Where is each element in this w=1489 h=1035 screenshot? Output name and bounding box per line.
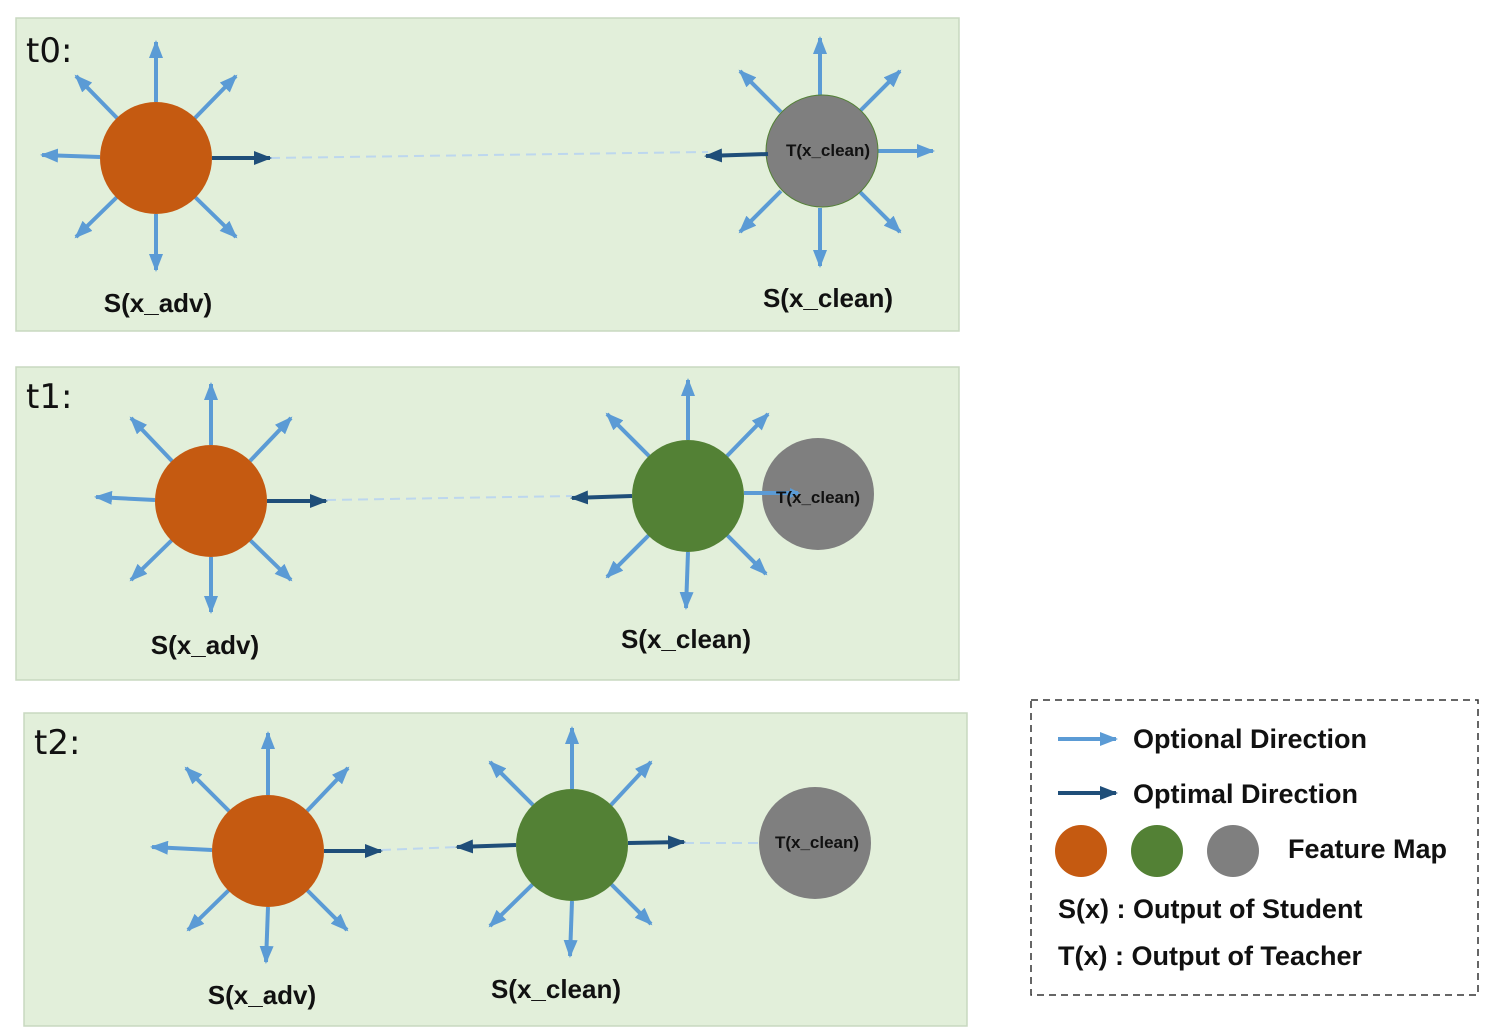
- panel-t2: t2: S(x_adv) T(x_clean: [23, 712, 968, 1027]
- clean-label-t0: S(x_clean): [763, 283, 893, 313]
- adv-node: [100, 102, 212, 214]
- adv-node-arrows: [40, 40, 272, 272]
- optional-arrow-downright: [857, 189, 902, 234]
- panel-t0: t0: S(x_adv) T(x_clean) S: [15, 17, 960, 332]
- optional-arrow-downright: [609, 882, 653, 926]
- optional-arrow-upright: [248, 416, 293, 463]
- optional-arrow-upright: [857, 69, 902, 114]
- optional-arrow-downright: [725, 533, 768, 576]
- optional-arrow-downleft: [605, 533, 651, 579]
- clean-node-arrows: [570, 378, 770, 610]
- optional-arrow-downright: [193, 195, 238, 239]
- optional-arrow-upleft: [605, 412, 651, 458]
- legend-feature-map: Feature Map: [1288, 834, 1447, 864]
- optional-arrow-left: [94, 490, 156, 505]
- legend-adv-swatch: [1055, 825, 1107, 877]
- optional-arrow-upleft: [74, 74, 119, 120]
- optional-arrow-downleft: [186, 888, 231, 932]
- adv-node: [155, 445, 267, 557]
- legend-optional-direction: Optional Direction: [1133, 724, 1367, 754]
- optional-arrow-downleft: [488, 882, 535, 928]
- optional-arrow-downleft: [74, 195, 119, 239]
- optional-arrow-upleft: [184, 766, 231, 813]
- dashed-link: [325, 495, 573, 501]
- panel-t1: t1: S(x_adv) T(x_clean) S: [15, 366, 960, 681]
- clean-label-t1: S(x_clean): [621, 624, 751, 654]
- optional-arrow-left: [150, 840, 213, 855]
- optional-arrow-down: [259, 906, 274, 964]
- step-label-t2: t2:: [34, 723, 80, 763]
- optional-arrow-upright: [725, 412, 770, 458]
- optional-arrow-downright: [305, 888, 349, 932]
- optimal-arrow: [570, 490, 633, 505]
- legend: Optional Direction Optimal Direction Fea…: [1030, 699, 1479, 996]
- step-label-t1: t1:: [26, 377, 72, 417]
- teacher-node: [759, 787, 871, 899]
- teacher-label-t0: T(x_clean): [786, 141, 870, 160]
- optional-arrow-down: [563, 900, 578, 958]
- clean-node: [632, 440, 744, 552]
- adv-label-t2: S(x_adv): [208, 980, 316, 1010]
- optimal-arrow-right: [627, 835, 686, 850]
- optional-arrow-left: [40, 148, 101, 163]
- clean-node-arrows: [738, 36, 935, 268]
- adv-node: [212, 795, 324, 907]
- teacher-label-t2: T(x_clean): [775, 833, 859, 852]
- legend-optimal-direction: Optimal Direction: [1133, 779, 1358, 809]
- step-label-t0: t0:: [26, 31, 72, 71]
- optional-arrow-downright: [248, 538, 293, 582]
- legend-teacher-def: T(x) : Output of Teacher: [1058, 941, 1362, 971]
- teacher-node: [762, 438, 874, 550]
- optional-arrow-upright: [609, 760, 653, 807]
- legend-border: [1030, 699, 1479, 996]
- legend-clean-swatch: [1131, 825, 1183, 877]
- clean-node-arrows: [455, 726, 686, 958]
- legend-student-def: S(x) : Output of Student: [1058, 894, 1362, 924]
- optional-arrow-upleft: [488, 760, 535, 807]
- adv-node-arrows: [150, 731, 383, 964]
- dashed-link: [380, 846, 460, 851]
- optional-arrow-upleft: [738, 69, 783, 114]
- teacher-node: [765, 94, 879, 208]
- optimal-arrow: [704, 148, 769, 163]
- clean-label-t2: S(x_clean): [491, 974, 621, 1004]
- dashed-link: [269, 151, 709, 159]
- adv-node-arrows: [94, 382, 328, 614]
- optional-arrow-down: [679, 551, 694, 610]
- teacher-label-t1: T(x_clean): [776, 488, 860, 507]
- optional-arrow-upright: [193, 74, 238, 120]
- legend-teacher-swatch: [1207, 825, 1259, 877]
- optional-arrow-upleft: [129, 416, 174, 463]
- optional-arrow-downleft: [738, 189, 783, 234]
- adv-label-t0: S(x_adv): [104, 288, 212, 318]
- optional-arrow-downleft: [129, 538, 174, 582]
- optional-arrow-upright: [305, 766, 350, 813]
- adv-label-t1: S(x_adv): [151, 630, 259, 660]
- optimal-arrow-left: [455, 839, 517, 854]
- clean-node: [516, 789, 628, 901]
